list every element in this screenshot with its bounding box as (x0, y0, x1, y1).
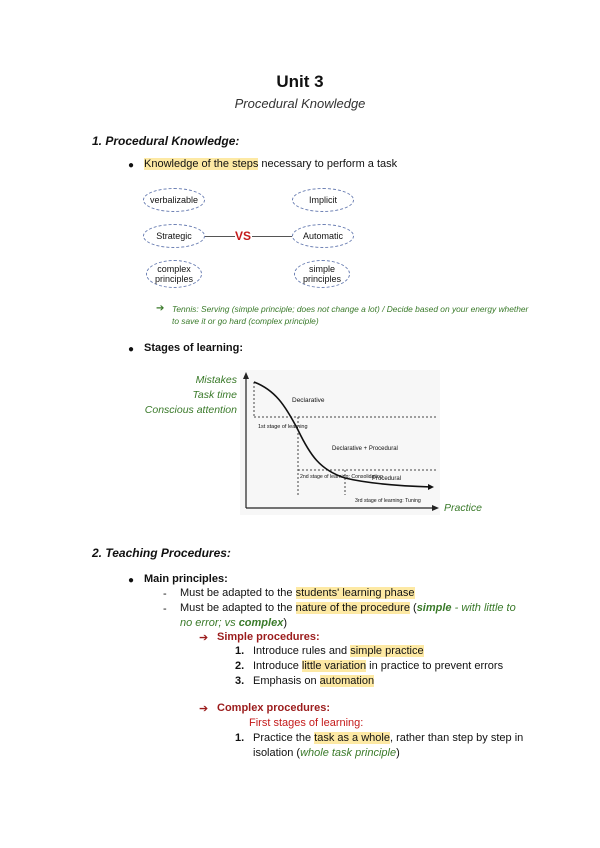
y-label-task-time: Task time (192, 389, 237, 401)
oval-verbalizable: verbalizable (143, 188, 205, 212)
simple-term: simple (416, 602, 452, 614)
body-text: Introduce (253, 660, 302, 672)
vs-label: VS (235, 229, 252, 243)
principle-1: Must be adapted to the students' learnin… (180, 587, 415, 599)
body-text: no error; vs (180, 617, 239, 629)
oval-implicit: Implicit (292, 188, 354, 212)
whole-task-principle: whole task principle (300, 747, 397, 759)
arrow-icon: ➔ (199, 632, 209, 644)
highlight-text: Knowledge of the steps (144, 158, 259, 170)
bullet-icon: ● (128, 344, 135, 355)
simple-procedures-heading: Simple procedures: (217, 631, 320, 643)
list-number: 3. (235, 675, 245, 687)
main-principles: Main principles: (144, 573, 228, 585)
y-axis-arrow (243, 372, 249, 379)
learning-stages-chart: Declarative 1st stage of learning Declar… (240, 370, 440, 515)
simple-item-3: Emphasis on automation (253, 675, 375, 687)
body-text: ( (409, 602, 417, 614)
body-text: Emphasis on (253, 675, 320, 687)
label-declarative: Declarative (292, 397, 325, 404)
first-stages-label: First stages of learning: (249, 717, 364, 729)
simple-item-1: Introduce rules and simple practice (253, 645, 424, 657)
arrow-icon: ➔ (156, 303, 165, 314)
simple-item-2: Introduce little variation in practice t… (253, 660, 503, 672)
highlight-text: little variation (301, 660, 367, 672)
body-text: ) (396, 747, 400, 759)
highlight-text: task as a whole (314, 732, 390, 744)
connector-line-left (205, 236, 235, 237)
highlight-text: simple practice (350, 645, 424, 657)
body-text: - with little to (451, 602, 516, 614)
list-number: 1. (235, 645, 245, 657)
arrow-icon: ➔ (199, 703, 209, 715)
highlight-text: students' learning phase (295, 587, 415, 599)
section-1-heading: 1. Procedural Knowledge: (92, 134, 240, 148)
oval-strategic: Strategic (143, 224, 205, 248)
body-text: , rather than step by step in (389, 732, 524, 744)
body-text: ) (283, 617, 287, 629)
oval-complex-principles: complex principles (146, 260, 202, 288)
connector-line-right (252, 236, 292, 237)
label-stage-1-text: 1st stage of learning (258, 424, 308, 430)
complex-item-1: Practice the task as a whole, rather tha… (253, 732, 523, 744)
label-stage-1: 1st stage of learning (258, 424, 308, 430)
body-text: necessary to perform a task (258, 158, 398, 170)
dash-icon: - (163, 588, 167, 600)
label-declarative-procedural: Declarative + Procedural (332, 446, 398, 452)
body-text: in practice to prevent errors (366, 660, 504, 672)
complex-item-1-line-2: isolation (whole task principle) (253, 747, 400, 759)
y-label-mistakes: Mistakes (195, 374, 237, 386)
oval-simple-principles: simple principles (294, 260, 350, 288)
body-text: isolation ( (253, 747, 301, 759)
learning-curve (253, 381, 433, 488)
dash-icon: - (163, 603, 167, 615)
x-label-practice: Practice (444, 502, 482, 514)
bullet-icon: ● (128, 575, 135, 586)
x-axis-arrow (432, 505, 439, 511)
page-title: Unit 3 (276, 72, 324, 91)
highlight-text: nature of the procedure (295, 602, 410, 614)
list-number: 1. (235, 732, 245, 744)
bullet-icon: ● (128, 160, 135, 171)
list-number: 2. (235, 660, 245, 672)
label-stage-2: 2nd stage of learning: Consolidating (300, 474, 383, 480)
section-2-heading: 2. Teaching Procedures: (92, 546, 231, 560)
curve-arrow (428, 484, 434, 490)
y-label-conscious-attention: Conscious attention (144, 404, 237, 416)
highlight-text: automation (319, 675, 375, 687)
tennis-example: Tennis: Serving (simple principle; does … (172, 304, 529, 326)
label-procedural: Procedural (372, 476, 401, 482)
body-text: Must be adapted to the (180, 587, 296, 599)
bullet-stages: Stages of learning: (144, 342, 244, 354)
body-text: Must be adapted to the (180, 602, 296, 614)
page-subtitle: Procedural Knowledge (234, 96, 366, 111)
body-text: Introduce rules and (253, 645, 351, 657)
bullet-knowledge: Knowledge of the steps necessary to perf… (144, 158, 397, 170)
complex-procedures-heading: Complex procedures: (217, 702, 331, 714)
label-stage-3: 3rd stage of learning: Tuning (355, 498, 421, 504)
body-text: Practice the (253, 732, 315, 744)
principle-2-line-2: no error; vs complex) (180, 617, 287, 629)
complex-term: complex (238, 617, 284, 629)
oval-automatic: Automatic (292, 224, 354, 248)
principle-2: Must be adapted to the nature of the pro… (180, 602, 516, 614)
